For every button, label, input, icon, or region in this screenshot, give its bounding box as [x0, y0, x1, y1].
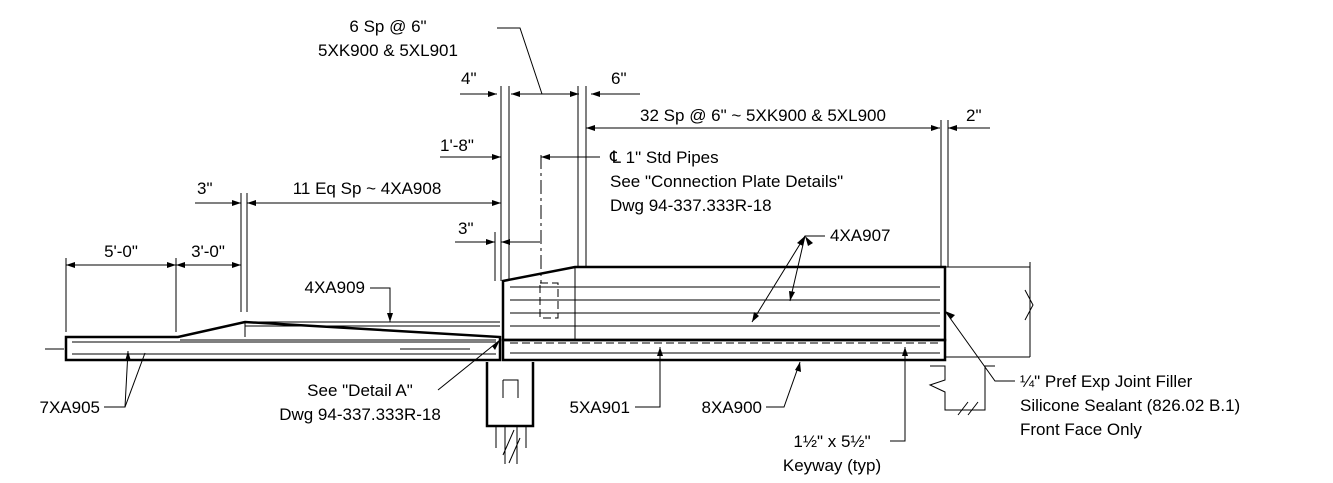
annotation-labels: 6 Sp @ 6" 5XK900 & 5XL901 4" 6" 32 Sp @ …	[40, 17, 1241, 475]
dim-4in-label: 4"	[461, 69, 477, 88]
dim-5ft-label: 5'-0"	[104, 242, 138, 261]
dim-2in-label: 2"	[966, 106, 982, 125]
keyway-line2-label: Keyway (typ)	[783, 456, 881, 475]
dimension-lines	[65, 27, 990, 332]
dim-6in-label: 6"	[611, 69, 627, 88]
detail-a-line1-label: See "Detail A"	[307, 381, 413, 400]
dim-3in-b-label: 3"	[458, 219, 474, 238]
pipes-line1-label: ℄ 1" Std Pipes	[609, 148, 719, 167]
bar-8xa900-label: 8XA900	[702, 398, 763, 417]
dim-1ft8-label: 1'-8"	[440, 136, 474, 155]
bar-7xa905-label: 7XA905	[40, 398, 101, 417]
sp11-label: 11 Eq Sp ~ 4XA908	[293, 179, 442, 198]
sp6-line2-label: 5XK900 & 5XL901	[318, 41, 458, 60]
right-abutment	[928, 262, 1034, 416]
sp32-label: 32 Sp @ 6" ~ 5XK900 & 5XL900	[640, 106, 886, 125]
main-deck-slab	[501, 265, 947, 362]
dim-3ft-label: 3'-0"	[191, 242, 225, 261]
keyway-line1-label: 1½" x 5½"	[793, 432, 870, 451]
leader-lines	[104, 235, 1015, 442]
pipes-line3-label: Dwg 94-337.333R-18	[610, 196, 772, 215]
joint-line1-label: ¼" Pref Exp Joint Filler	[1020, 372, 1193, 391]
pier-cap	[485, 362, 535, 464]
joint-line3-label: Front Face Only	[1020, 420, 1142, 439]
bar-4xa909-label: 4XA909	[305, 278, 366, 297]
approach-slab	[45, 320, 502, 362]
joint-line2-label: Silicone Sealant (826.02 B.1)	[1020, 396, 1240, 415]
bar-5xa901-label: 5XA901	[570, 398, 631, 417]
sp6-line1-label: 6 Sp @ 6"	[349, 17, 426, 36]
dim-3in-a-label: 3"	[197, 179, 213, 198]
bar-4xa907-label: 4XA907	[830, 226, 891, 245]
detail-a-line2-label: Dwg 94-337.333R-18	[279, 405, 441, 424]
pipes-line2-label: See "Connection Plate Details"	[610, 172, 843, 191]
